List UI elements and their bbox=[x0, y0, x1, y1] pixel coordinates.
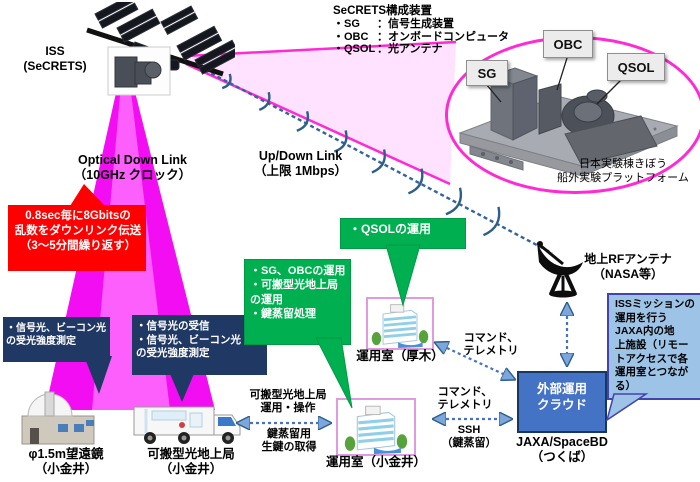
mission-box: ISSミッションの 運用を行う JAXA内の地 上施設（リモー トアクセスで各 … bbox=[607, 293, 700, 400]
antenna-icon bbox=[537, 241, 583, 298]
ops-atsugi-box bbox=[366, 297, 434, 350]
secrets-config-list: SeCRETS構成装置 ・SG：信号生成装置 ・OBC：オンボードコンピュータ … bbox=[333, 4, 523, 56]
inset-sg-label: SG bbox=[477, 65, 497, 81]
ops-atsugi-label: 運用室（厚木） bbox=[348, 349, 452, 364]
antenna-label: 地上RFアンテナ （NASA等） bbox=[584, 252, 672, 281]
jaxa-label: JAXA/SpaceBD （つくば） bbox=[516, 435, 608, 465]
iss-label: ISS (SeCRETS) bbox=[23, 44, 87, 73]
cmd-tlm-label-koganei: コマンド、 テレメトリ bbox=[437, 386, 493, 412]
truck-icon bbox=[133, 406, 241, 444]
config-desc-sg: ：信号生成装置 bbox=[377, 18, 454, 31]
config-item-sg: ・SG bbox=[333, 18, 360, 31]
config-item-obc: ・OBC bbox=[333, 30, 369, 43]
ops-atsugi-text: 運用室（厚木） bbox=[356, 349, 444, 363]
kibo-caption: 日本実験棟きぼう 船外実験プラットフォーム bbox=[557, 158, 689, 184]
building-icon bbox=[344, 405, 408, 454]
inset-sg-tag: SG bbox=[466, 60, 508, 86]
updown-link-label: Up/Down Link （上限 1Mbps） bbox=[253, 149, 348, 179]
ops-koganei-label: 運用室（小金井） bbox=[318, 455, 434, 470]
truck-ops-label: 可搬型光地上局 運用・操作 bbox=[249, 389, 327, 415]
equipment-3d-icon bbox=[458, 57, 679, 177]
inset-qsol-tag: QSOL bbox=[607, 53, 665, 81]
downlink-callout: 0.8sec毎に8Gbitsの 乱数をダウンリンク伝送 （3～5分間繰り返す） bbox=[8, 205, 146, 271]
sg-ops-callout: ・SG、OBCの運用 ・可搬型光地上局 の運用 ・鍵蒸留処理 bbox=[244, 259, 351, 345]
config-item-qsol: ・QSOL bbox=[333, 43, 376, 56]
ssh-label: SSH （鍵蒸留） bbox=[441, 424, 497, 450]
qsol-ops-callout: ・QSOLの運用 bbox=[340, 218, 466, 249]
ops-koganei-text: 運用室（小金井） bbox=[325, 455, 426, 469]
ops-koganei-box bbox=[336, 398, 416, 456]
qsol-ops-text: ・QSOLの運用 bbox=[349, 222, 432, 236]
cmd-tlm-label-atsugi: コマンド、 テレメトリ bbox=[463, 332, 519, 358]
telescope-callout: ・信号光、ビーコン光 の受光強度測定 bbox=[3, 317, 110, 362]
inset-obc-label: OBC bbox=[553, 36, 583, 52]
building-icon bbox=[371, 304, 429, 348]
cloud-box: 外部運用 クラウド bbox=[517, 371, 607, 433]
raw-key-label: 鍵蒸留用 生鍵の取得 bbox=[261, 428, 317, 454]
truck-label: 可搬型光地上局 （小金井） bbox=[147, 447, 235, 477]
iss-icon bbox=[86, 2, 235, 96]
telescope-label: φ1.5m望遠鏡 （小金井） bbox=[28, 447, 104, 477]
optical-downlink-label: Optical Down Link （10GHz クロック） bbox=[73, 153, 192, 183]
config-title: SeCRETS構成装置 bbox=[333, 5, 433, 17]
config-desc-qsol: ：光アンテナ bbox=[377, 43, 443, 56]
config-desc-obc: ：オンボードコンピュータ bbox=[377, 30, 509, 43]
telescope-icon bbox=[21, 391, 95, 445]
inset-obc-tag: OBC bbox=[543, 30, 593, 58]
inset-qsol-label: QSOL bbox=[617, 59, 655, 75]
